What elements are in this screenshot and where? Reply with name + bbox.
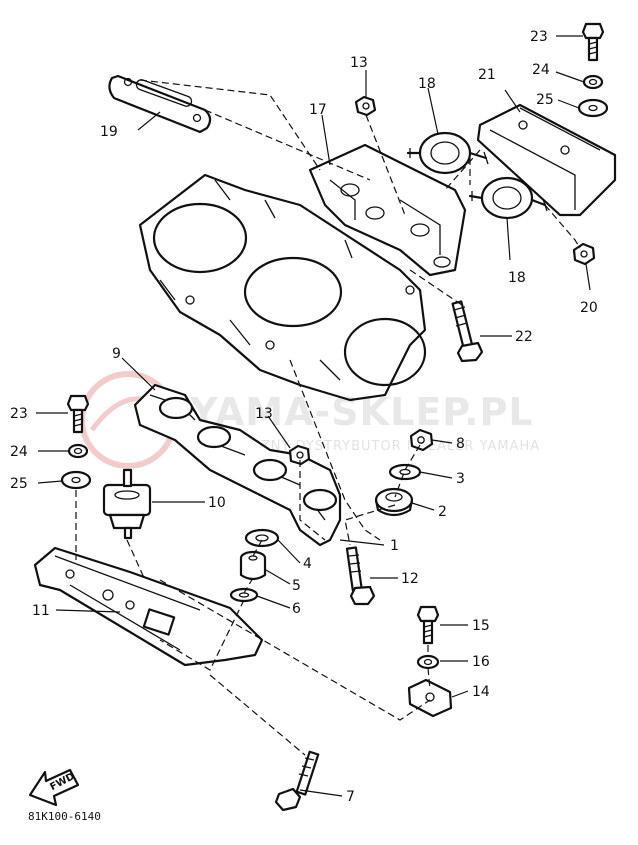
part-25-washer-top [577,98,609,118]
part-10-rubber-mount [102,468,152,540]
callout-8: 8 [456,436,465,452]
callout-22: 22 [515,329,533,345]
part-16-washer [416,654,440,670]
part-13-nut-mid [288,444,311,466]
part-8-nut [409,428,434,452]
part-21-top-bracket [476,103,617,217]
callout-16: 16 [472,654,490,670]
callout-4: 4 [303,556,312,572]
part-19-strap [108,74,212,134]
part-24-washer-left [67,443,89,459]
watermark-title: YAMA-SKLEP.PL [189,390,534,434]
part-17-upper-bracket [308,143,467,277]
callout-13-mid: 13 [255,406,273,422]
part-3-washer [388,463,422,481]
callout-9: 9 [112,346,121,362]
fwd-arrow: FWD [28,768,80,807]
callout-5: 5 [292,578,301,594]
engine-cylinder-block [138,173,427,402]
part-22-bolt [451,300,484,363]
callout-21: 21 [478,67,496,83]
part-18-rubber-mount-upper [406,131,489,175]
callout-13-top: 13 [350,55,368,71]
callout-1: 1 [390,538,399,554]
callout-18-top: 18 [418,76,436,92]
callout-23-top: 23 [530,29,548,45]
callout-7: 7 [346,789,355,805]
part-23-bolt-left [66,394,90,434]
part-12-bolt [345,546,376,606]
callout-10: 10 [208,495,226,511]
callout-24-top: 24 [532,62,550,78]
callout-11: 11 [32,603,50,619]
callout-19: 19 [100,124,118,140]
part-6-washer [229,587,259,603]
callout-3: 3 [456,471,465,487]
part-9-lower-bracket [133,383,342,547]
callout-14: 14 [472,684,490,700]
part-20-nut [572,242,596,266]
part-24-washer-top [582,74,604,90]
part-11-base-plate [33,546,264,667]
leader-lines [36,35,591,797]
part-13-nut-top [354,95,377,117]
callout-23-left: 23 [10,406,28,422]
part-5-bushing [239,550,267,581]
part-23-bolt-top [581,22,605,62]
callout-12: 12 [401,571,419,587]
callout-25-top: 25 [536,92,554,108]
part-25-washer-left [60,470,92,490]
callout-2: 2 [438,504,447,520]
part-7-long-bolt [274,750,320,812]
part-4-washer [244,528,280,548]
callout-15: 15 [472,618,490,634]
callout-6: 6 [292,601,301,617]
assembly-lines [75,79,581,756]
callout-20: 20 [580,300,598,316]
callout-24-left: 24 [10,444,28,460]
part-15-bolt [416,605,440,645]
callout-18-bottom: 18 [508,270,526,286]
callout-25-left: 25 [10,476,28,492]
callout-labels: 23 24 25 21 13 18 17 19 18 20 22 9 23 13… [10,29,598,805]
diagram-reference-code: 81K100-6140 [28,810,101,823]
part-2-bushing [374,487,414,517]
callout-17: 17 [309,102,327,118]
